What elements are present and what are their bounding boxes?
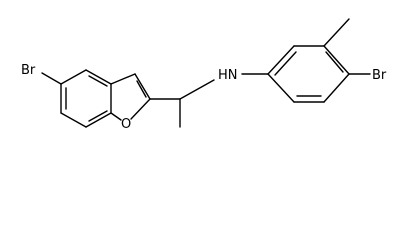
double-bond-inner — [88, 75, 108, 87]
bond — [134, 73, 151, 100]
bond — [110, 112, 122, 121]
bond — [60, 69, 87, 85]
bond — [60, 112, 87, 128]
double-bond-inner — [274, 51, 297, 76]
double-bond-inner — [325, 51, 344, 73]
bond — [85, 69, 112, 85]
bond — [267, 45, 295, 75]
structure-canvas: Br O HN Br — [21, 18, 387, 132]
bond — [130, 98, 151, 120]
benzene-ring-right — [267, 45, 350, 103]
bond-c-br-left — [41, 72, 62, 85]
bond — [110, 73, 136, 85]
bond-ch-nh — [179, 79, 215, 100]
furan-ring — [110, 73, 151, 121]
molecule-drawing: Br O HN Br — [21, 18, 387, 132]
benzene-ring-left — [60, 69, 112, 128]
bond — [267, 73, 295, 103]
bond — [323, 73, 350, 103]
bond-ring-methyl — [323, 18, 350, 47]
bond — [323, 45, 350, 75]
double-bond-inner — [136, 80, 147, 98]
oxygen-label: O — [121, 117, 131, 132]
amine-label: HN — [218, 68, 238, 83]
bond — [85, 112, 112, 128]
bromine-right-label: Br — [372, 68, 387, 83]
double-bond-inner — [88, 110, 108, 122]
bromine-left-label: Br — [21, 63, 36, 78]
